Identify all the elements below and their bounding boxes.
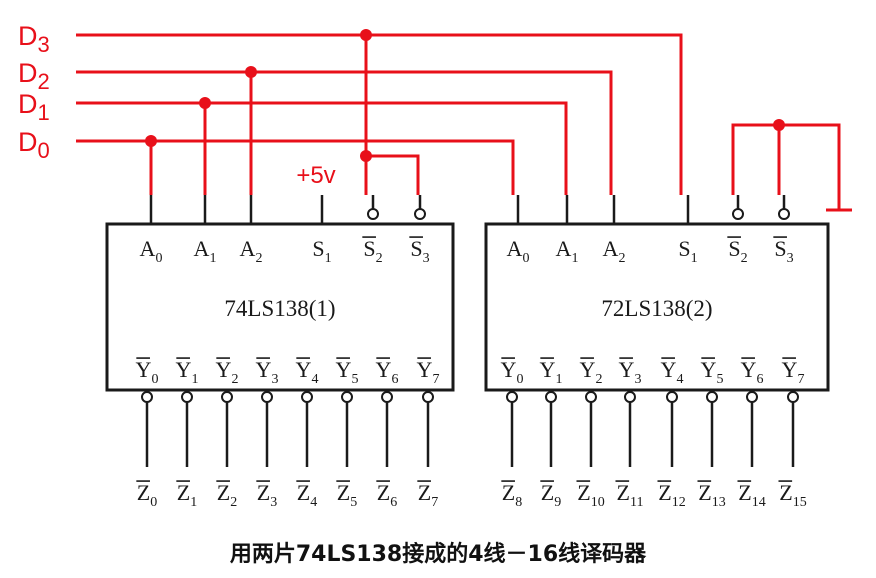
chip1-out-pin-y3: Y3 xyxy=(256,357,279,387)
chip2-out-bubble xyxy=(746,391,758,403)
chip1-out-pin-y0: Y0 xyxy=(136,357,159,387)
junction-dot xyxy=(360,150,372,162)
chip2-out-pin-y7: Y7 xyxy=(782,357,805,387)
chip1-pin-a0: A0 xyxy=(140,236,163,266)
chip2-out-pin-y0: Y0 xyxy=(501,357,524,387)
chip2-body xyxy=(484,222,830,392)
wire-d1 xyxy=(76,101,568,195)
chip1-body xyxy=(105,222,455,392)
chip1-out-bubble xyxy=(381,391,393,403)
chip1-out-bubble xyxy=(181,391,193,403)
chip1-out-bubble xyxy=(141,391,153,403)
output-label-z10: Z10 xyxy=(577,480,604,510)
chip2-pin-a1: A1 xyxy=(556,236,579,266)
junction-dot xyxy=(245,66,257,78)
output-label-z3: Z3 xyxy=(257,480,277,510)
wire-d3-chip1-s3 xyxy=(366,154,420,195)
output-label-z0: Z0 xyxy=(137,480,157,510)
chip1-pin-bubble xyxy=(367,208,379,220)
chip2-out-bubble xyxy=(706,391,718,403)
chip2-out-bubble xyxy=(787,391,799,403)
chip1-pin-a2: A2 xyxy=(240,236,263,266)
output-label-z5: Z5 xyxy=(337,480,357,510)
output-label-z15: Z15 xyxy=(779,480,806,510)
input-label-d2: D2 xyxy=(18,58,50,94)
chip2-pin-bubble xyxy=(778,208,790,220)
chip1-pin-a1: A1 xyxy=(194,236,217,266)
chip2-out-bubble xyxy=(545,391,557,403)
junction-dot xyxy=(773,119,785,131)
output-label-z11: Z11 xyxy=(617,480,644,510)
chip2-out-bubble xyxy=(585,391,597,403)
chip1-pin-s3: S3 xyxy=(410,236,429,266)
output-label-z7: Z7 xyxy=(418,480,438,510)
chip1-out-pin-y4: Y4 xyxy=(296,357,319,387)
chip2-pin-s1: S1 xyxy=(678,236,697,266)
output-label-z9: Z9 xyxy=(541,480,561,510)
input-label-d0: D0 xyxy=(18,127,50,163)
chip2-out-pin-y1: Y1 xyxy=(540,357,563,387)
output-label-z1: Z1 xyxy=(177,480,197,510)
output-label-z13: Z13 xyxy=(698,480,725,510)
chip1-pin-s2: S2 xyxy=(363,236,382,266)
chip1-out-pin-y2: Y2 xyxy=(216,357,239,387)
chip2-title: 72LS138(2) xyxy=(601,296,712,321)
output-label-z2: Z2 xyxy=(217,480,237,510)
chip2-out-pin-y6: Y6 xyxy=(741,357,764,387)
wire-d3 xyxy=(76,33,683,195)
output-label-z6: Z6 xyxy=(377,480,397,510)
chip2-out-bubble xyxy=(624,391,636,403)
chip1-out-pin-y7: Y7 xyxy=(417,357,440,387)
supply-label: +5v xyxy=(296,162,335,189)
chip2-pin-a2: A2 xyxy=(603,236,626,266)
wire-d0 xyxy=(76,139,515,195)
output-label-z4: Z4 xyxy=(297,480,317,510)
input-label-d3: D3 xyxy=(18,21,50,57)
chip2-out-pin-y3: Y3 xyxy=(619,357,642,387)
output-label-z8: Z8 xyxy=(502,480,522,510)
output-label-z12: Z12 xyxy=(658,480,685,510)
chip2-out-pin-y5: Y5 xyxy=(701,357,724,387)
chip2-out-pin-y4: Y4 xyxy=(661,357,684,387)
chip2-out-bubble xyxy=(666,391,678,403)
chip1-out-pin-y5: Y5 xyxy=(336,357,359,387)
chip2-pin-s3: S3 xyxy=(774,236,793,266)
chip1-pin-bubble xyxy=(414,208,426,220)
chip1-pin-s1: S1 xyxy=(312,236,331,266)
chip1-title: 74LS138(1) xyxy=(224,296,335,321)
chip1-out-bubble xyxy=(341,391,353,403)
chip2-pin-a0: A0 xyxy=(507,236,530,266)
wire-chip2-enable-ground xyxy=(731,123,841,210)
chip1-out-pin-y1: Y1 xyxy=(176,357,199,387)
chip2-out-bubble xyxy=(506,391,518,403)
wire-d2 xyxy=(76,70,613,195)
figure-caption: 用两片74LS138接成的4线－16线译码器 xyxy=(229,542,647,567)
chip2-out-pin-y2: Y2 xyxy=(580,357,603,387)
chip2-pin-s2: S2 xyxy=(728,236,747,266)
junction-dot xyxy=(145,135,157,147)
junction-dot xyxy=(360,29,372,41)
chip1-out-bubble xyxy=(221,391,233,403)
chip1-out-bubble xyxy=(422,391,434,403)
junction-dot xyxy=(199,97,211,109)
chip1-out-bubble xyxy=(301,391,313,403)
output-label-z14: Z14 xyxy=(738,480,765,510)
chip2-pin-bubble xyxy=(732,208,744,220)
chip1-out-bubble xyxy=(261,391,273,403)
input-label-d1: D1 xyxy=(18,89,50,125)
chip1-out-pin-y6: Y6 xyxy=(376,357,399,387)
